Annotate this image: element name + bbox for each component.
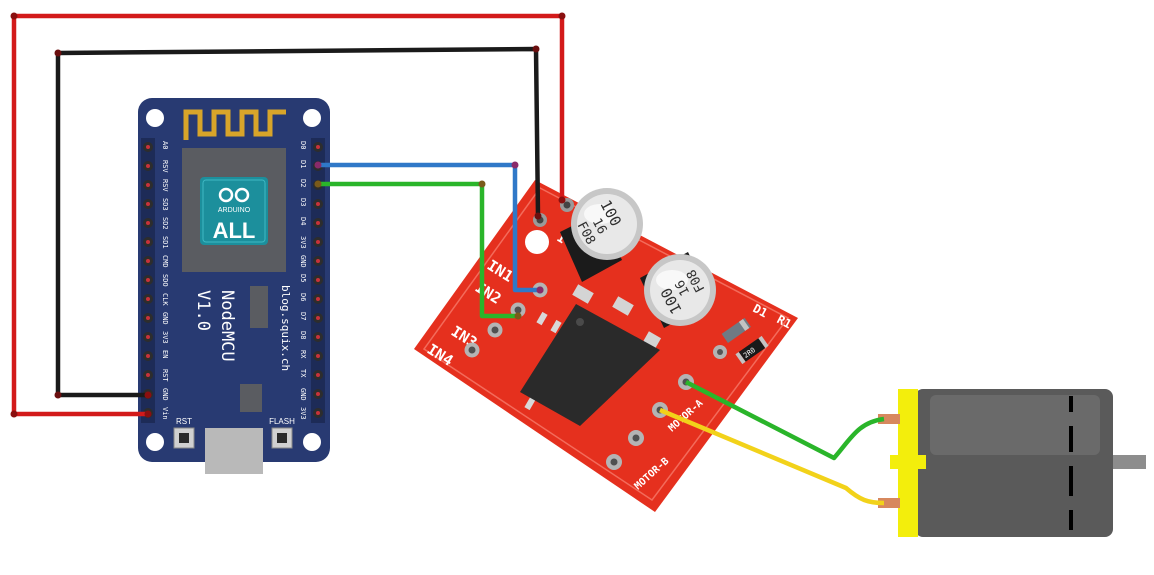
capacitor-1: 100 16 F08 [560, 188, 643, 282]
wire-joint [144, 391, 152, 399]
motor-terminal-bottom [878, 498, 900, 508]
mount-hole [303, 109, 321, 127]
nodemcu-board: ARDUINO ALL NodeMCU V1.0 blog.squix.ch D… [138, 98, 330, 474]
motor-positive-wire [684, 379, 885, 461]
pin-label-right: D8 [299, 331, 307, 339]
motor-terminal-top [878, 414, 900, 424]
motor-shaft [1108, 455, 1146, 469]
wire-joint [10, 12, 18, 20]
board-model-label: NodeMCU [217, 290, 237, 362]
capacitor-2: 100 16 F08 [640, 252, 716, 328]
pin-label-left: SD3 [161, 198, 169, 211]
wire-joint [144, 410, 152, 418]
pin-label-left: RSV [161, 179, 169, 192]
chip [240, 384, 262, 412]
motor-negative-wire [659, 407, 885, 506]
pin-label-left: SDO [161, 274, 169, 287]
antenna-icon [183, 109, 286, 140]
pin-label-right: D4 [299, 217, 307, 225]
driver-ic [520, 304, 660, 426]
pin-label-right: RX [299, 350, 307, 359]
pin-label-left: RST [161, 369, 169, 382]
pin-label-left: CLK [161, 293, 169, 306]
motor-terminal-mount [890, 455, 926, 469]
pin-label-left: SD2 [161, 217, 169, 230]
rst-button-label: RST [176, 417, 192, 426]
resistor-label: R1 [775, 312, 794, 331]
ic-pin [536, 311, 548, 326]
pin-label-right: D3 [299, 198, 307, 206]
pin-label-right: D5 [299, 274, 307, 282]
rst-button[interactable] [173, 427, 195, 449]
chip [250, 286, 268, 328]
wire-joint [558, 12, 566, 20]
flash-button-label: FLASH [269, 417, 295, 426]
pin-label-right: D7 [299, 312, 307, 320]
pin-label-left: 3V3 [161, 331, 169, 344]
flash-button[interactable] [271, 427, 293, 449]
pin-label-left: Vin [161, 407, 169, 420]
wire-joint [511, 161, 519, 169]
smd-component [612, 296, 634, 316]
pin-label-left: RSV [161, 160, 169, 173]
mount-hole [146, 433, 164, 451]
pin-label-right: GND [299, 388, 307, 401]
pin-label-right: 3V3 [299, 236, 307, 249]
smd-component [572, 284, 594, 304]
dc-motor [878, 389, 1146, 537]
wire-joint [10, 410, 18, 418]
wire-joints [10, 12, 566, 418]
pin-label-left: EN [161, 350, 169, 358]
in1-signal-wire [318, 162, 540, 293]
pin-label-right: TX [299, 369, 307, 378]
board-version-label: V1.0 [193, 290, 213, 331]
pin-label-left: A0 [161, 141, 169, 149]
mount-hole [303, 433, 321, 451]
cap1-label: 100 16 F08 [574, 197, 625, 247]
usb-port [205, 428, 263, 474]
wire-joint [314, 180, 322, 188]
wire-joint [314, 161, 322, 169]
logo-big-text: ALL [213, 218, 256, 243]
pin-label-left: GND [161, 312, 169, 325]
ic-pin [524, 396, 536, 411]
diode-component [721, 317, 751, 343]
svg-text:16: 16 [673, 277, 694, 298]
pin-label-right: D6 [299, 293, 307, 301]
wire-joint [536, 286, 544, 294]
pin-label-right: D0 [299, 141, 307, 149]
logo-small-text: ARDUINO [218, 207, 251, 214]
pin-label-left: CMD [161, 255, 169, 268]
wire-joint [558, 196, 566, 204]
pin-label-left: SD1 [161, 236, 169, 249]
wire-joint [532, 45, 540, 53]
diode-label: D1 [751, 301, 770, 320]
pin-label-left: GND [161, 388, 169, 401]
resistor-component: 2R0 [735, 335, 769, 365]
pin-label-right: 3V3 [299, 407, 307, 420]
wire-joint [54, 391, 62, 399]
wire-joint [534, 212, 542, 220]
mount-hole [146, 109, 164, 127]
wire-joint [54, 49, 62, 57]
smd-component [642, 331, 662, 349]
pin-label-right: D2 [299, 179, 307, 187]
svg-text:16: 16 [589, 216, 610, 237]
board-url-label: blog.squix.ch [279, 285, 292, 371]
wire-joint [514, 312, 522, 320]
arduino-infinity-icon [218, 187, 250, 203]
arduino-all-logo [200, 177, 268, 245]
ic-pin [550, 319, 562, 334]
mount-hole [525, 230, 549, 254]
pin-label-right: D1 [299, 160, 307, 168]
in2-signal-wire [318, 181, 518, 319]
wire-joint [478, 180, 486, 188]
pin-label-right: GND [299, 255, 307, 268]
